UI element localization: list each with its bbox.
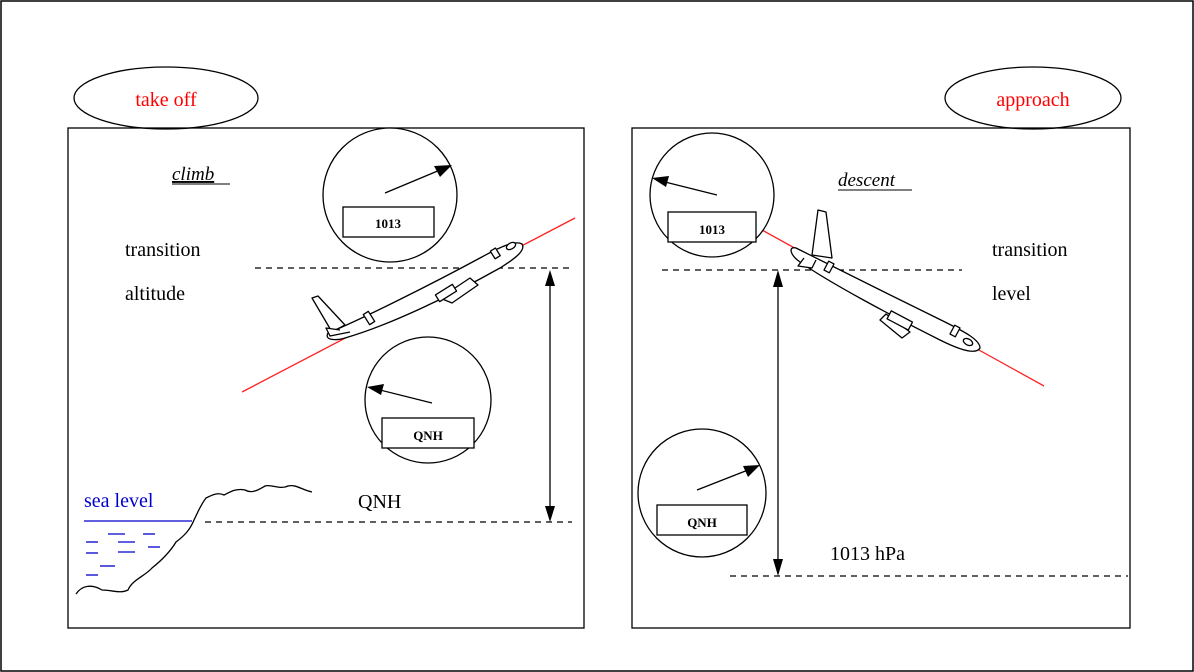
left-panel: take off climb transition altitude QNH 1… <box>67 66 585 629</box>
altimeter-gauge-1013-icon: 1013 <box>649 132 775 258</box>
sea-waves-icon <box>86 533 160 576</box>
arrow-up-icon <box>773 270 783 287</box>
airplane-descent-icon <box>790 209 981 352</box>
arrow-down-icon <box>545 506 555 522</box>
arrow-up-icon <box>545 270 555 286</box>
take-off-label: take off <box>135 89 197 111</box>
descent-label: descent <box>838 170 896 191</box>
altimeter-gauge-1013-icon: 1013 <box>322 127 458 263</box>
gauge-box-qnh: QNH <box>687 515 717 530</box>
airplane-climb-icon <box>311 241 524 341</box>
transition-level-line2: level <box>992 283 1031 305</box>
gauge-box-1013: 1013 <box>375 216 402 231</box>
transition-level-line1: transition <box>992 239 1068 261</box>
right-panel-box <box>631 127 1131 629</box>
qnh-label: QNH <box>358 491 401 513</box>
climb-label: climb <box>172 164 214 185</box>
1013-hpa-label: 1013 hPa <box>830 543 905 565</box>
approach-ellipse <box>944 66 1122 130</box>
left-panel-box <box>67 127 585 629</box>
altimeter-gauge-qnh-icon: QNH <box>364 336 492 464</box>
sea-level-label: sea level <box>84 490 154 512</box>
gauge-box-qnh: QNH <box>413 428 443 443</box>
take-off-ellipse <box>73 66 259 130</box>
approach-label: approach <box>996 89 1069 111</box>
coast-terrain <box>75 484 313 595</box>
right-panel: approach descent transition level 1013 h… <box>631 66 1131 629</box>
gauge-box-1013: 1013 <box>699 222 726 237</box>
transition-altitude-line2: altitude <box>125 283 185 305</box>
transition-altitude-line1: transition <box>125 239 201 261</box>
altimeter-gauge-qnh-icon: QNH <box>637 428 767 558</box>
arrow-down-icon <box>773 559 783 576</box>
